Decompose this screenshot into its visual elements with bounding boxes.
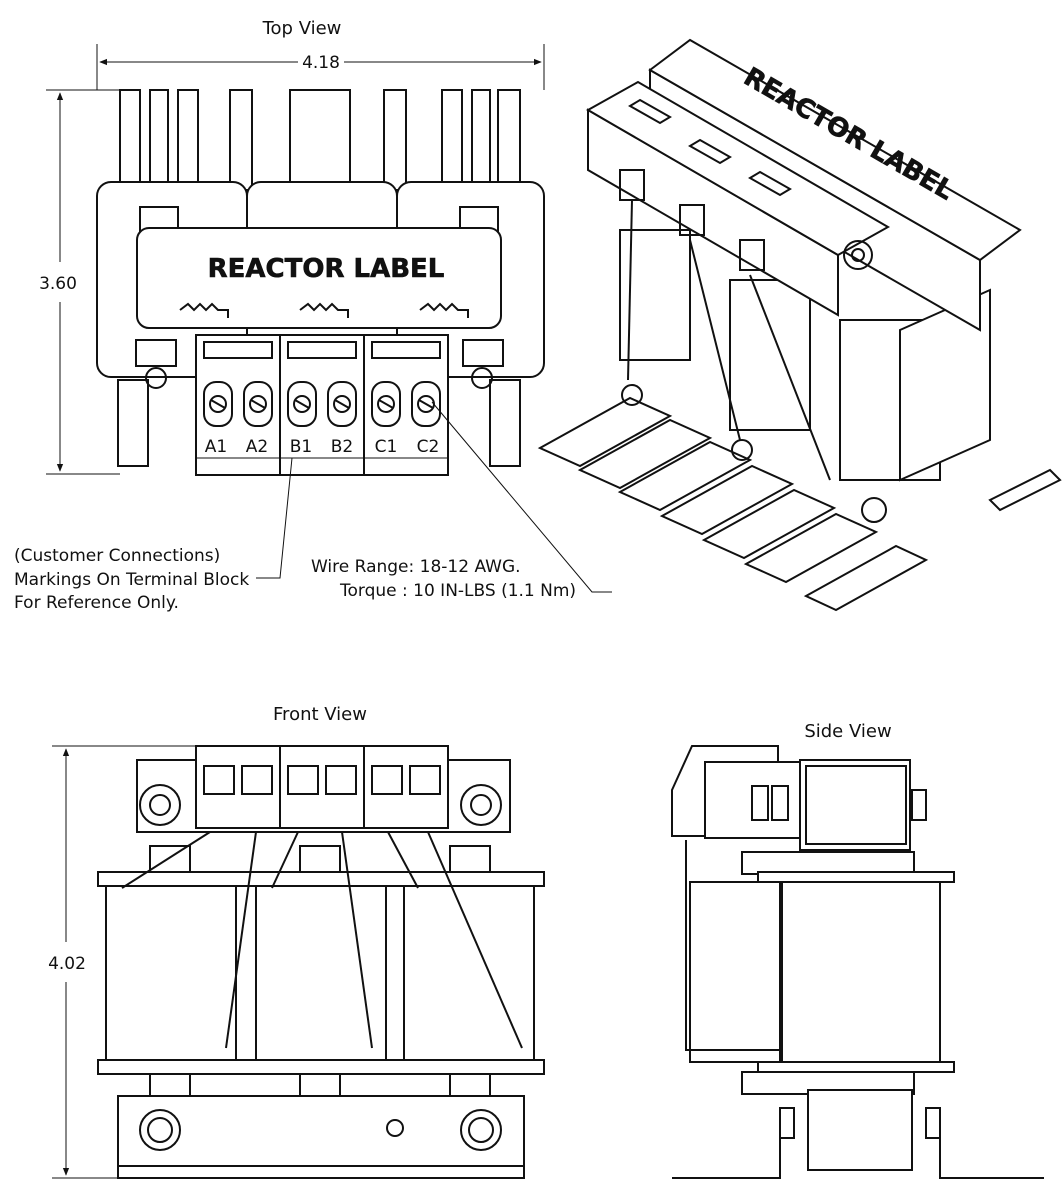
dimension-depth: 3.60 (39, 89, 120, 475)
wire-range-note: Wire Range: 18-12 AWG. (311, 557, 521, 577)
terminal-c2: C2 (417, 437, 440, 457)
torque-note: Torque : 10 IN-LBS (1.1 Nm) (339, 581, 576, 601)
note-line-1: (Customer Connections) (14, 546, 220, 566)
dimension-depth-value: 3.60 (39, 274, 77, 294)
terminal-c1: C1 (375, 437, 398, 457)
note-line-3: For Reference Only. (14, 593, 179, 613)
top-label-text: REACTOR LABEL (208, 254, 445, 284)
terminal-a1: A1 (205, 437, 227, 457)
terminal-labels: A1 A2 B1 B2 C1 C2 (205, 437, 440, 457)
customer-connection-note: (Customer Connections) Markings On Termi… (14, 546, 249, 613)
top-view-title: Top View (262, 18, 342, 39)
terminal-b2: B2 (331, 437, 353, 457)
terminal-a2: A2 (246, 437, 268, 457)
dimension-width-value: 4.18 (302, 53, 340, 73)
top-view: Top View 4.18 3.60 (14, 18, 612, 613)
terminal-b1: B1 (290, 437, 312, 457)
top-terminal-block: A1 A2 B1 B2 C1 C2 (195, 334, 449, 476)
front-view-title: Front View (273, 704, 367, 725)
side-view: Side View (671, 721, 1044, 1179)
top-label-plate (136, 227, 502, 329)
front-view: Front View 4.02 (48, 704, 545, 1179)
isometric-view: REACTOR LABEL (537, 38, 1062, 612)
lamination-fingers (119, 89, 521, 191)
dimension-height: 4.02 (48, 745, 195, 1179)
dimension-height-value: 4.02 (48, 954, 86, 974)
note-line-2: Markings On Terminal Block (14, 570, 249, 590)
side-view-title: Side View (804, 721, 891, 742)
dimension-width: 4.18 (96, 44, 545, 90)
